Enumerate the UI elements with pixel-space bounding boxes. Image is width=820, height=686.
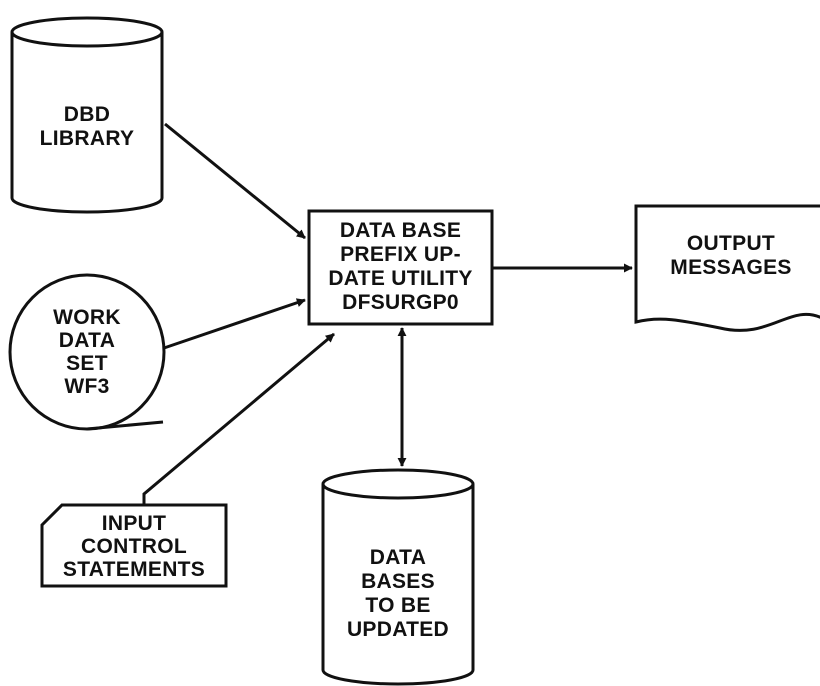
arrow-dbd-to-utility — [164, 122, 306, 240]
output-messages-document — [634, 204, 820, 332]
work-data-set-label: WORK DATA SET WF3 — [53, 306, 121, 398]
work-data-set-tape — [8, 273, 166, 431]
data-bases-cylinder — [321, 468, 475, 686]
arrow-input-to-utility — [142, 332, 335, 505]
data-bases-label: DATA BASES TO BE UPDATED — [346, 546, 450, 641]
dbd-library-label: DBD LIBRARY — [39, 103, 135, 150]
dbd-library-cylinder — [10, 16, 164, 214]
input-control-card — [40, 503, 228, 588]
utility-process-box — [307, 209, 494, 326]
arrow-workset-to-utility — [163, 298, 306, 350]
utility-label: DATA BASE PREFIX UP- DATE UTILITY DFSURG… — [328, 219, 473, 314]
output-messages-label: OUTPUT MESSAGES — [670, 232, 792, 279]
input-control-label: INPUT CONTROL STATEMENTS — [62, 512, 206, 581]
